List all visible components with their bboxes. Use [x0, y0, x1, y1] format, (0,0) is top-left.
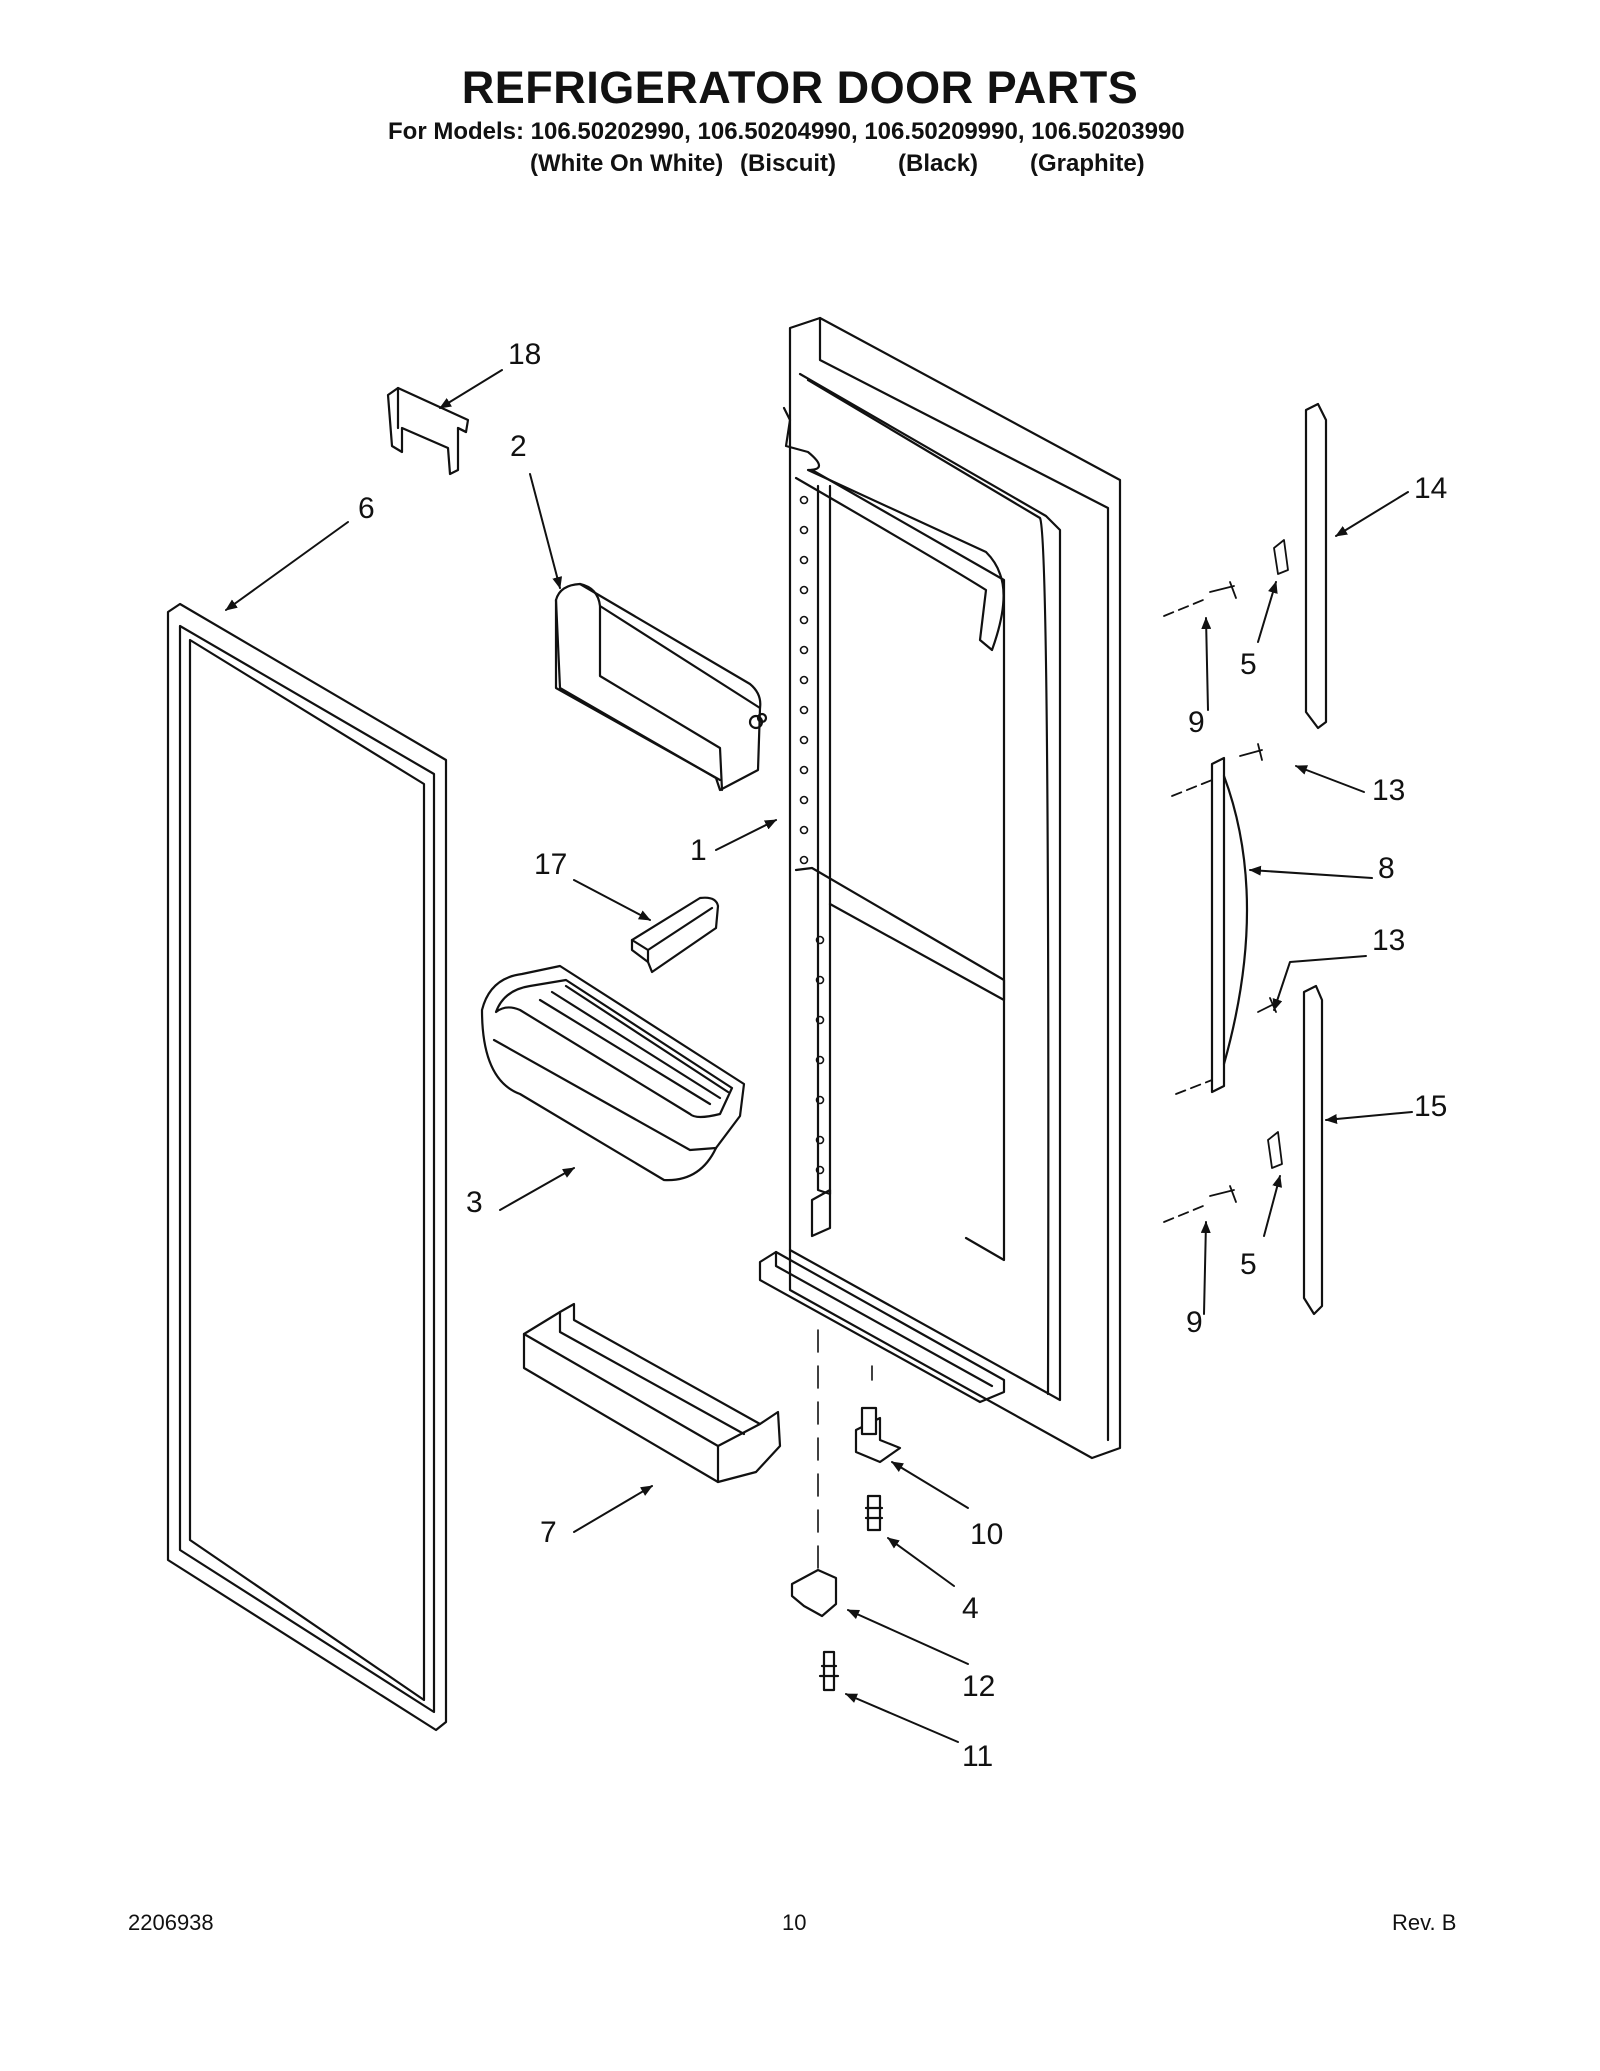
- page-title: REFRIGERATOR DOOR PARTS: [461, 62, 1139, 113]
- callout-13-lower: 13: [1372, 924, 1406, 957]
- model-color-black: (Black): [898, 150, 979, 177]
- callout-14: 14: [1414, 472, 1448, 505]
- callout-1: 1: [690, 834, 707, 867]
- callout-9-lower: 9: [1186, 1306, 1203, 1339]
- part-7-door-shelf: [522, 1302, 782, 1484]
- callout-2: 2: [510, 430, 527, 463]
- lower-hinge-parts: [790, 1329, 902, 1692]
- door-shelf-holes: [799, 495, 825, 1175]
- callout-4: 4: [962, 1592, 979, 1625]
- part-18-clip: [386, 386, 470, 476]
- callout-7: 7: [540, 1516, 557, 1549]
- callout-9-upper: 9: [1188, 706, 1205, 739]
- revision-label: Rev. B: [1392, 1910, 1457, 1935]
- callout-13-upper: 13: [1372, 774, 1406, 807]
- callout-18: 18: [508, 338, 542, 371]
- callout-12: 12: [962, 1670, 996, 1703]
- document-number: 2206938: [128, 1910, 214, 1935]
- model-color-white: (White On White): [530, 150, 724, 177]
- callout-5-lower: 5: [1240, 1248, 1257, 1281]
- callout-6: 6: [358, 492, 375, 525]
- part-6-door-gasket: [166, 602, 448, 1732]
- callout-8: 8: [1378, 852, 1395, 885]
- part-14-trim: [1304, 402, 1328, 730]
- part-17-bracket: [630, 896, 720, 974]
- models-line: For Models: 106.50202990, 106.50204990, …: [388, 118, 1185, 145]
- callout-11: 11: [962, 1740, 994, 1773]
- model-color-biscuit: (Biscuit): [740, 150, 836, 177]
- callout-leaders: [225, 369, 1413, 1743]
- model-color-graphite: (Graphite): [1030, 150, 1145, 177]
- callout-10: 10: [970, 1518, 1004, 1551]
- page-number: 10: [782, 1910, 807, 1935]
- part-8-handle: [1210, 756, 1249, 1094]
- fastener-parts: [1163, 539, 1289, 1223]
- part-15-trim: [1302, 984, 1324, 1316]
- callout-17: 17: [534, 848, 568, 881]
- callout-3: 3: [466, 1186, 483, 1219]
- part-2-dairy-door: [554, 582, 768, 792]
- callout-5-upper: 5: [1240, 648, 1257, 681]
- part-3-door-bin: [480, 964, 746, 1182]
- part-1-door-assembly: [758, 316, 1122, 1460]
- callout-15: 15: [1414, 1090, 1448, 1123]
